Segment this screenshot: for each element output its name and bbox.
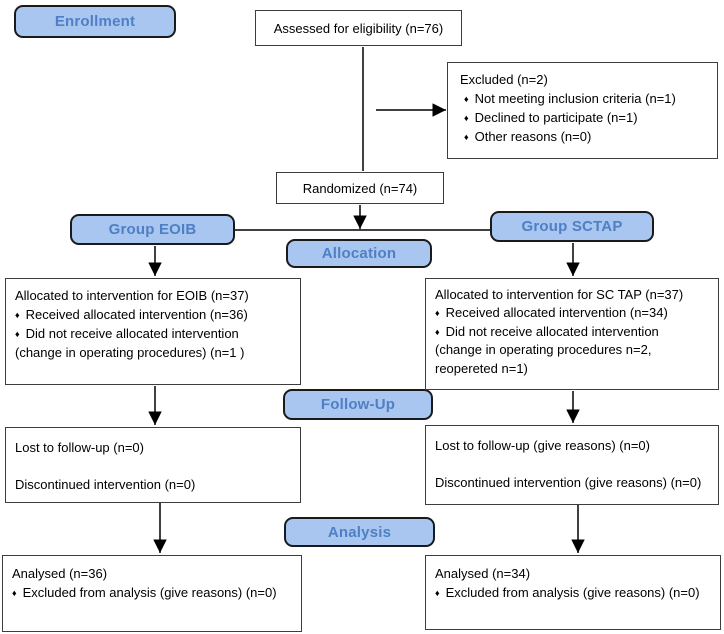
- randomized-box: Randomized (n=74): [276, 172, 444, 204]
- alloc-left-note: (change in operating procedures) (n=1 ): [15, 345, 245, 360]
- followup-box-eoib: Lost to follow-up (n=0) Discontinued int…: [5, 427, 301, 503]
- stage-label-enrollment: Enrollment: [14, 5, 176, 38]
- excluded-bullet-row: ♦ Declined to participate (n=1): [460, 110, 711, 126]
- randomized-text: Randomized (n=74): [302, 180, 418, 196]
- alloc-right-bullet-row: ♦ Received allocated intervention (n=34): [435, 305, 712, 321]
- alloc-right-note: reopereted n=1): [435, 360, 528, 376]
- excluded-box: Excluded (n=2) ♦ Not meeting inclusion cr…: [447, 62, 718, 159]
- analysis-box-eoib: Analysed (n=36) ♦ Excluded from analysis …: [2, 555, 302, 632]
- alloc-right-bullet-text: Did not receive allocated intervention: [445, 323, 659, 339]
- alloc-left-bullet-text: Received allocated intervention (n=36): [25, 307, 248, 322]
- diamond-bullet-icon: ♦: [464, 113, 469, 123]
- alloc-left-bullet-text: Did not receive allocated intervention: [25, 326, 239, 341]
- assessed-box: Assessed for eligibility (n=76): [255, 10, 462, 46]
- analysis-left-bullet-text: Excluded from analysis (give reasons) (n…: [22, 585, 277, 600]
- stage-label-allocation: Allocation: [286, 239, 432, 268]
- analysis-left-title: Analysed (n=36): [12, 566, 108, 581]
- analysis-right-bullet-text: Excluded from analysis (give reasons) (n…: [445, 585, 700, 600]
- excluded-bullet-row: ♦ Other reasons (n=0): [460, 129, 711, 145]
- followup-left-line: Discontinued intervention (n=0): [15, 477, 196, 492]
- group-label-sctap: Group SCTAP: [490, 211, 654, 242]
- alloc-left-title: Allocated to intervention for EOIB (n=37…: [15, 288, 249, 303]
- analysis-right-title: Analysed (n=34): [435, 566, 531, 581]
- alloc-right-title: Allocated to intervention for SC TAP (n=…: [435, 286, 684, 302]
- alloc-right-note: (change in operating procedures n=2,: [435, 342, 652, 357]
- diamond-bullet-icon: ♦: [464, 94, 469, 104]
- excluded-bullet-text: Other reasons (n=0): [474, 129, 592, 144]
- assessed-text: Assessed for eligibility (n=76): [273, 20, 444, 36]
- excluded-bullet-text: Not meeting inclusion criteria (n=1): [474, 91, 676, 106]
- analysis-right-bullet-row: ♦ Excluded from analysis (give reasons) (…: [435, 585, 714, 601]
- group-label-eoib: Group EOIB: [70, 214, 235, 245]
- alloc-left-bullet-row: ♦ Received allocated intervention (n=36): [15, 307, 294, 323]
- diamond-bullet-icon: ♦: [464, 132, 469, 142]
- stage-label-analysis: Analysis: [284, 517, 435, 547]
- diamond-bullet-icon: ♦: [12, 588, 17, 598]
- followup-box-sctap: Lost to follow-up (give reasons) (n=0) D…: [425, 425, 719, 505]
- alloc-left-bullet-row: ♦ Did not receive allocated intervention: [15, 326, 294, 342]
- excluded-title: Excluded (n=2): [460, 72, 548, 87]
- diamond-bullet-icon: ♦: [15, 329, 20, 339]
- excluded-bullet-text: Declined to participate (n=1): [474, 110, 638, 125]
- allocation-box-eoib: Allocated to intervention for EOIB (n=37…: [5, 278, 301, 385]
- diamond-bullet-icon: ♦: [435, 326, 440, 337]
- alloc-right-bullet-text: Received allocated intervention (n=34): [445, 305, 668, 320]
- followup-left-line: Lost to follow-up (n=0): [15, 440, 144, 455]
- diamond-bullet-icon: ♦: [435, 588, 440, 598]
- stage-label-followup: Follow-Up: [283, 389, 433, 420]
- followup-right-line: Lost to follow-up (give reasons) (n=0): [435, 438, 650, 453]
- analysis-box-sctap: Analysed (n=34) ♦ Excluded from analysis …: [425, 555, 721, 630]
- alloc-right-bullet-row: ♦ Did not receive allocated intervention: [435, 324, 712, 340]
- diamond-bullet-icon: ♦: [15, 310, 20, 320]
- analysis-left-bullet-row: ♦ Excluded from analysis (give reasons) (…: [12, 585, 295, 601]
- excluded-bullet-row: ♦ Not meeting inclusion criteria (n=1): [460, 91, 711, 107]
- allocation-box-sctap: Allocated to intervention for SC TAP (n=…: [425, 278, 719, 390]
- diamond-bullet-icon: ♦: [435, 308, 440, 318]
- followup-right-line: Discontinued intervention (give reasons)…: [435, 475, 702, 490]
